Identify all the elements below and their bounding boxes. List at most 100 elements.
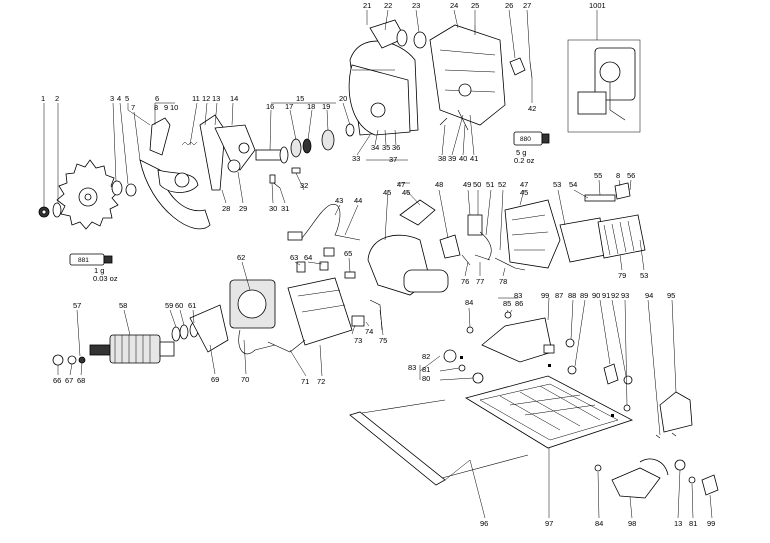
callout-93: 93 [621, 291, 629, 300]
callout-81: 81 [422, 365, 430, 374]
marker-square [611, 414, 614, 417]
base-plate [464, 375, 634, 449]
callout-45: 45 [383, 188, 391, 197]
callout-9: 9 [164, 103, 168, 112]
dust-ring [413, 31, 427, 49]
callout-90: 90 [592, 291, 600, 300]
callout-53-lower: 53 [640, 271, 648, 280]
callout-89: 89 [580, 291, 588, 300]
callout-95: 95 [667, 291, 675, 300]
callout-3: 3 [110, 94, 114, 103]
callout-30: 30 [269, 204, 277, 213]
callout-83-upper: 83 [514, 291, 522, 300]
callout-84: 84 [465, 298, 473, 307]
callout-100: 99 [541, 291, 549, 300]
callout-88: 88 [568, 291, 576, 300]
callout-78: 78 [499, 277, 507, 286]
callout-80: 80 [422, 374, 430, 383]
grease-left-tube-code: 881 [78, 257, 89, 264]
callout-7: 7 [131, 103, 135, 112]
callout-25: 25 [471, 1, 479, 10]
callout-56: 56 [627, 171, 635, 180]
guard-lever [149, 117, 171, 156]
stator [229, 279, 276, 329]
callout-74: 74 [365, 327, 373, 336]
callout-76: 76 [461, 277, 469, 286]
callout-44: 44 [354, 196, 362, 205]
callout-66: 66 [53, 376, 61, 385]
callout-98: 98 [628, 519, 636, 528]
grease-labels: 881 1 g 0.03 oz 880 5 g 0.2 oz [78, 136, 535, 283]
callout-2: 2 [55, 94, 59, 103]
callout-13: 13 [212, 94, 220, 103]
callout-51: 51 [486, 180, 494, 189]
callout-8: 8 [154, 103, 158, 112]
callout-37: 37 [389, 155, 397, 164]
callout-38: 38 [438, 154, 446, 163]
callout-28: 28 [222, 204, 230, 213]
callout-1001: 1001 [589, 1, 606, 10]
callout-64: 64 [304, 253, 312, 262]
grease-right-tube-code: 880 [520, 136, 531, 143]
callout-79: 79 [618, 271, 626, 280]
callout-59: 59 [165, 301, 173, 310]
callout-81-lower: 81 [689, 519, 697, 528]
part-drawings [38, 19, 719, 499]
marker-square [548, 364, 551, 367]
callout-94: 94 [645, 291, 653, 300]
callout-36: 36 [392, 143, 400, 152]
callout-48: 48 [435, 180, 443, 189]
callout-46: 46 [402, 188, 410, 197]
callout-17: 17 [285, 102, 293, 111]
callout-29: 29 [239, 204, 247, 213]
callout-47: 47 [397, 180, 405, 189]
callout-49: 49 [463, 180, 471, 189]
callout-1: 1 [41, 94, 45, 103]
callout-50: 50 [473, 180, 481, 189]
grease-tube-left [69, 253, 113, 266]
callout-54: 54 [569, 180, 577, 189]
callout-22: 22 [384, 1, 392, 10]
callout-35: 35 [382, 143, 390, 152]
callout-4: 4 [117, 94, 121, 103]
callout-labels: 1 2 3 4 5 6 7 8 9 10 11 12 13 14 15 16 1… [41, 1, 715, 528]
spring [181, 141, 198, 146]
callout-32: 32 [300, 181, 308, 190]
callout-12: 12 [202, 94, 210, 103]
fan-cover [597, 214, 646, 259]
inset-detail [567, 39, 641, 133]
motor-housing [504, 199, 561, 269]
callout-14: 14 [230, 94, 238, 103]
callout-62: 62 [237, 253, 245, 262]
callout-27: 27 [523, 1, 531, 10]
callout-23: 23 [412, 1, 420, 10]
callout-69: 69 [211, 375, 219, 384]
saw-blade [56, 159, 119, 230]
callout-13-lower: 13 [674, 519, 682, 528]
callout-83: 83 [408, 363, 416, 372]
callout-75: 75 [379, 336, 387, 345]
callout-8-right: 8 [616, 171, 620, 180]
callout-70: 70 [241, 375, 249, 384]
callout-21: 21 [363, 1, 371, 10]
callout-33: 33 [352, 154, 360, 163]
callout-60: 60 [175, 301, 183, 310]
callout-65: 65 [344, 249, 352, 258]
callout-26: 26 [505, 1, 513, 10]
callout-34: 34 [371, 143, 379, 152]
callout-11: 11 [192, 94, 200, 103]
marker-square [460, 356, 463, 359]
callout-10: 10 [170, 103, 178, 112]
depth-guide [659, 391, 693, 433]
lower-blade-guard [139, 159, 211, 230]
callout-15: 15 [296, 94, 304, 103]
callout-97: 97 [545, 519, 553, 528]
callout-82: 82 [422, 352, 430, 361]
callout-24: 24 [450, 1, 458, 10]
callout-85: 85 [503, 299, 511, 308]
callout-71: 71 [301, 377, 309, 386]
upper-blade-guard [348, 40, 419, 136]
gear-housing [429, 24, 506, 126]
callout-43: 43 [335, 196, 343, 205]
